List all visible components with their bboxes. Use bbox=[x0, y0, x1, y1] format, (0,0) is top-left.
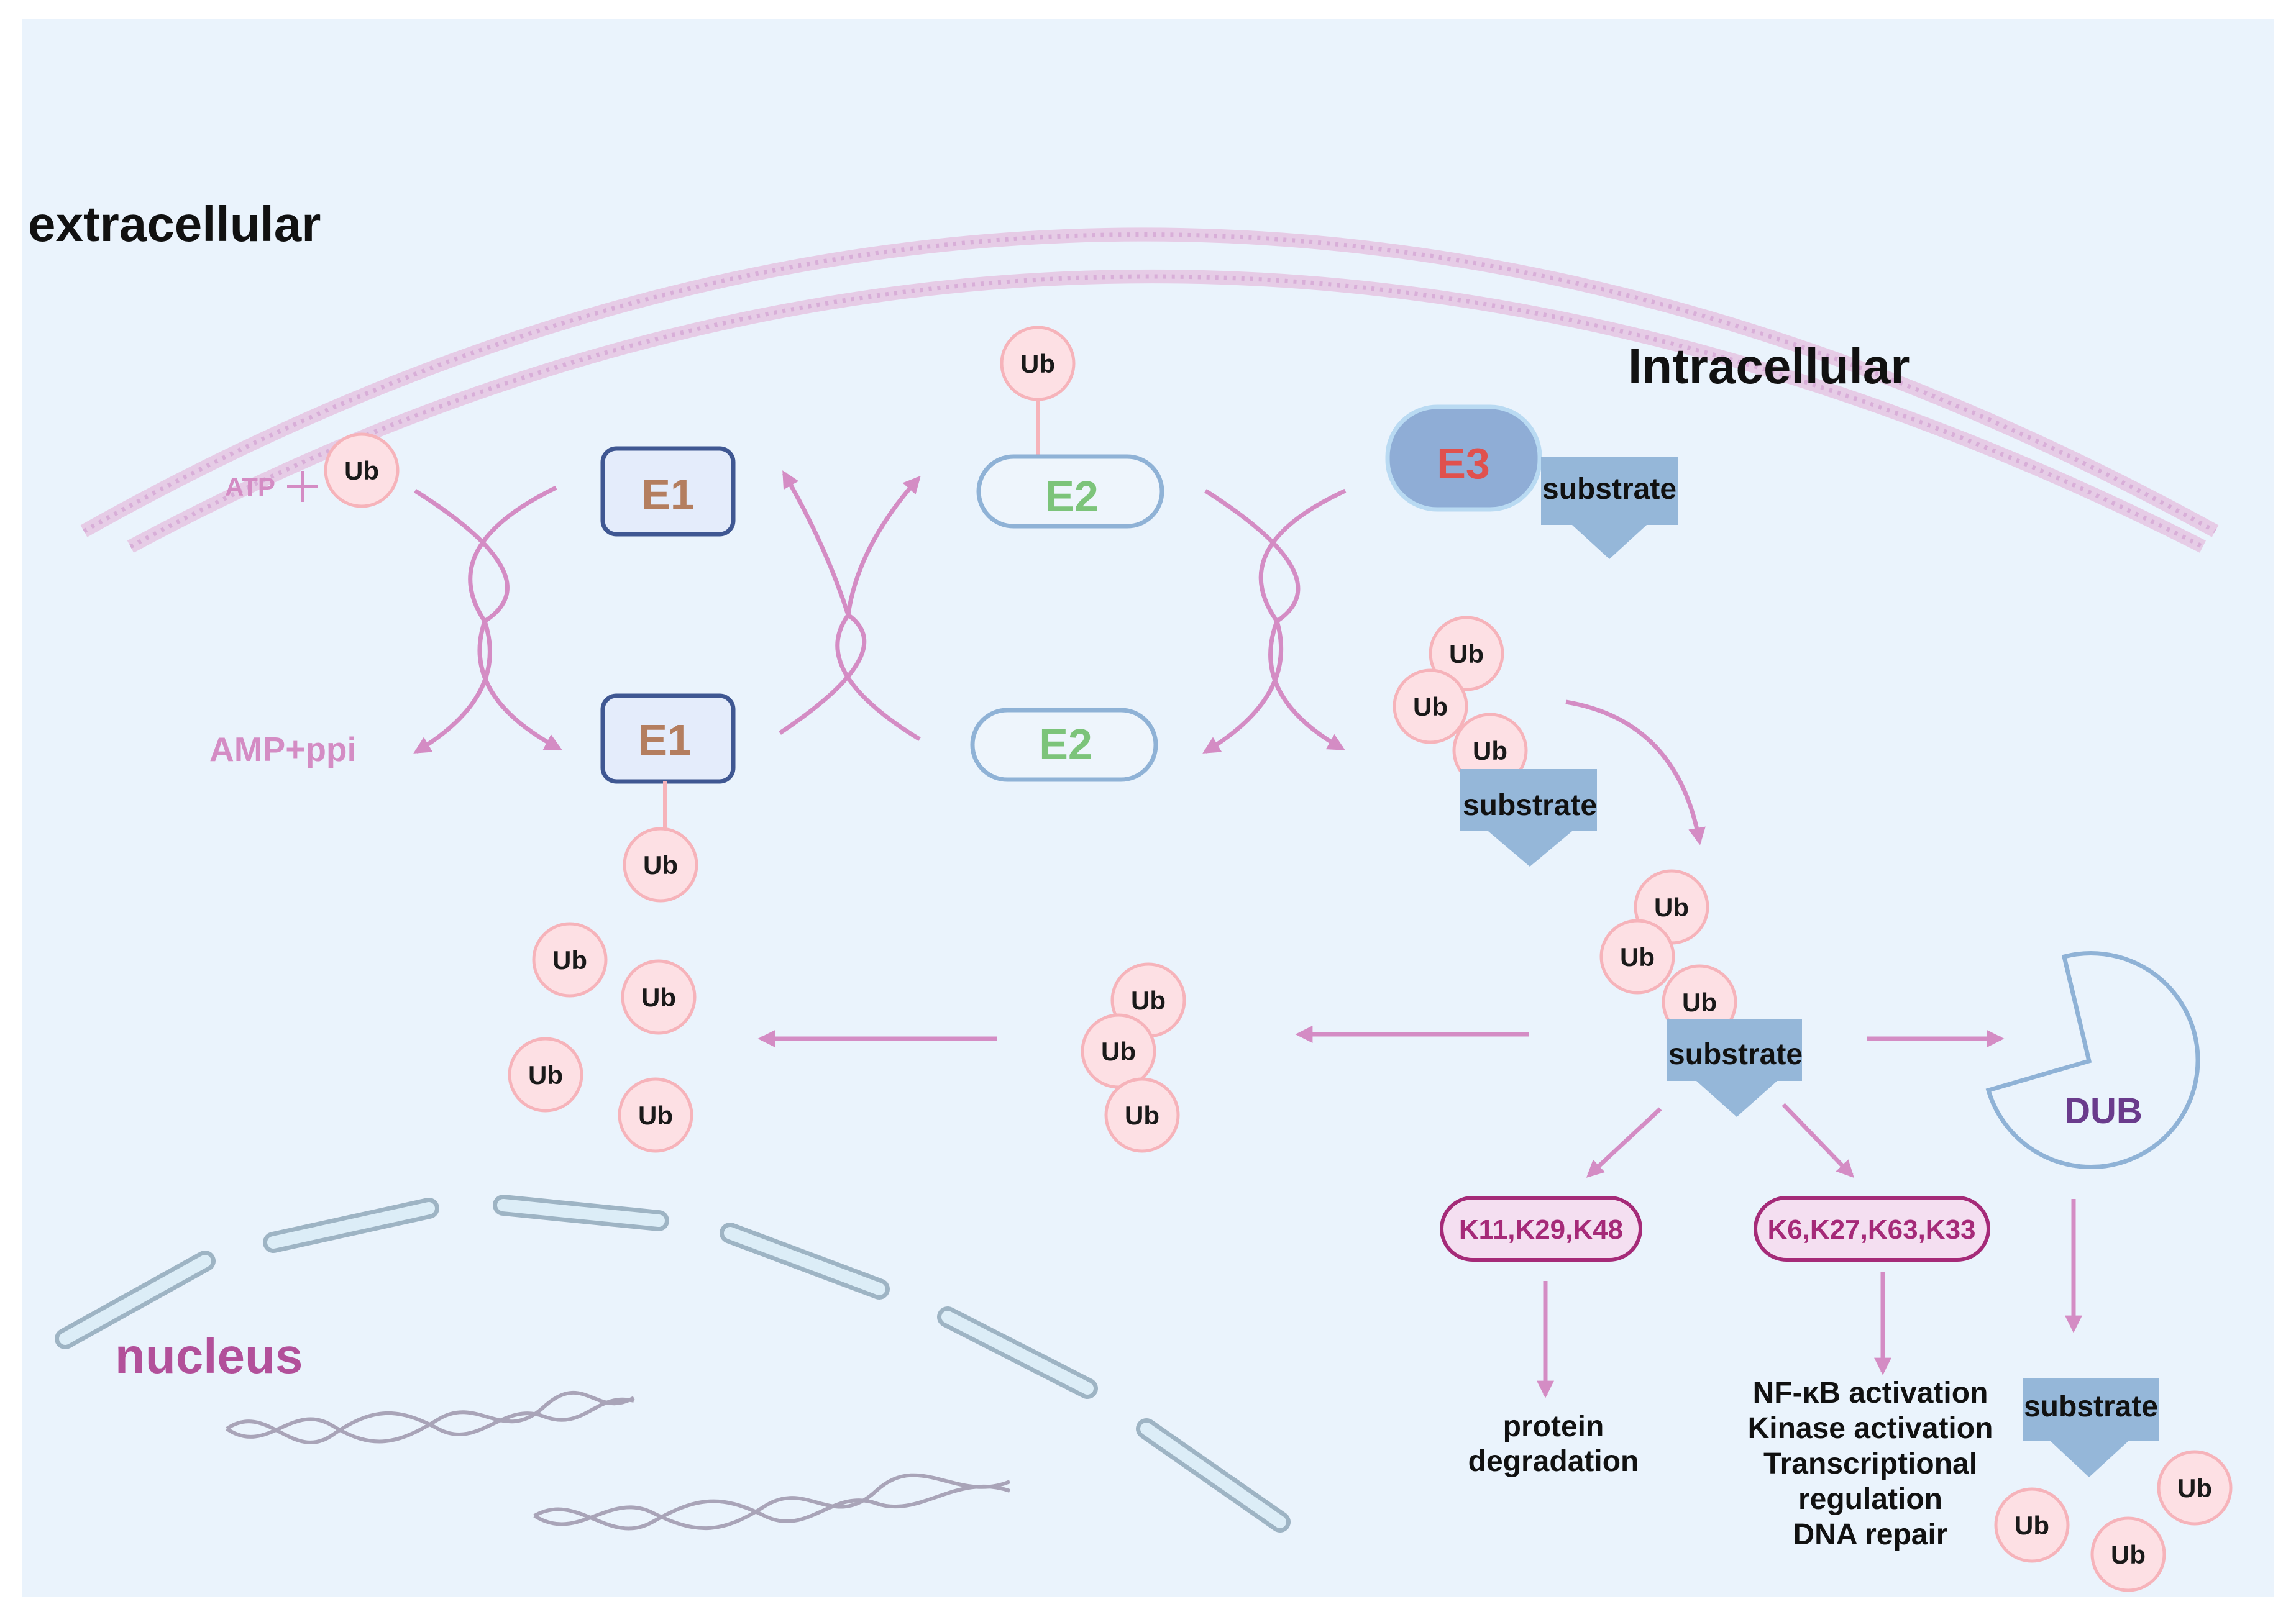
intracellular-label: Intracellular bbox=[1628, 339, 1910, 394]
ubiquitin: Ub bbox=[510, 1039, 582, 1111]
cell-membrane bbox=[80, 227, 2219, 553]
ubiquitin: Ub bbox=[534, 924, 606, 996]
atp-activation-arrows bbox=[413, 485, 562, 754]
signaling-outcome-line-5: DNA repair bbox=[1793, 1518, 1948, 1551]
substrate: substrate bbox=[1460, 769, 1597, 867]
ubiquitin-label: Ub bbox=[643, 850, 678, 880]
ubiquitin: Ub bbox=[1106, 1079, 1178, 1151]
ubiquitin-label: Ub bbox=[1654, 893, 1689, 922]
e1-ub-conjugate: E1 bbox=[600, 693, 736, 829]
ubiquitin: Ub bbox=[1996, 1489, 2068, 1561]
ubiquitin: Ub bbox=[1454, 714, 1526, 786]
ubiquitin-label: Ub bbox=[1682, 988, 1717, 1017]
ubiquitin-label: Ub bbox=[1473, 736, 1507, 765]
svg-text:substrate: substrate bbox=[2024, 1390, 2158, 1423]
linkage-arrows bbox=[1586, 1103, 1854, 1178]
ubiquitin-label: Ub bbox=[344, 456, 379, 485]
ubiquitin: Ub bbox=[624, 829, 697, 901]
degradation-outcome-line-2: degradation bbox=[1468, 1445, 1639, 1478]
nuclear-envelope bbox=[55, 1195, 1291, 1533]
ubiquitin-label: Ub bbox=[641, 983, 676, 1012]
svg-text:substrate: substrate bbox=[1463, 789, 1597, 822]
ubiquitin: Ub bbox=[326, 434, 398, 506]
substrate: substrate bbox=[2023, 1378, 2159, 1477]
atp-label: ATP bbox=[225, 472, 275, 501]
extracellular-label: extracellular bbox=[28, 196, 321, 252]
svg-text:substrate: substrate bbox=[1668, 1038, 1803, 1071]
dub-enzyme: DUB bbox=[1985, 951, 2200, 1169]
e2-ub-conjugate: E2 bbox=[976, 398, 1164, 529]
nucleus-label: nucleus bbox=[115, 1328, 303, 1383]
ubiquitin: Ub bbox=[623, 961, 695, 1033]
ubiquitin-label: Ub bbox=[552, 945, 587, 975]
degradation-outcome-line-1: protein bbox=[1503, 1410, 1604, 1443]
svg-text:K11,K29,K48: K11,K29,K48 bbox=[1459, 1214, 1623, 1245]
outcome-arrows bbox=[1537, 1272, 1891, 1398]
substrate: substrate bbox=[1541, 457, 1678, 559]
svg-text:E2: E2 bbox=[1045, 472, 1099, 521]
degradative-linkage-badge: K11,K29,K48 bbox=[1440, 1196, 1642, 1262]
ubiquitin-label: Ub bbox=[1620, 942, 1655, 972]
ubiquitin: Ub bbox=[1082, 1015, 1155, 1087]
ubiquitin: Ub bbox=[2159, 1452, 2231, 1524]
ubiquitin: Ub bbox=[1635, 871, 1708, 943]
recycling-arrows bbox=[757, 1026, 2005, 1047]
ubiquitin: Ub bbox=[1394, 670, 1466, 742]
e2-enzyme: E2 bbox=[970, 708, 1158, 782]
ubiquitin: Ub bbox=[1430, 617, 1502, 690]
ubiquitin: Ub bbox=[1112, 964, 1184, 1036]
svg-text:substrate: substrate bbox=[1542, 473, 1676, 506]
signaling-linkage-badge: K6,K27,K63,K33 bbox=[1754, 1196, 1990, 1262]
ubiquitin-label: Ub bbox=[2177, 1474, 2212, 1503]
signaling-outcome-line-1: NF-κB activation bbox=[1753, 1377, 1988, 1410]
ubiquitin-label: Ub bbox=[1449, 639, 1484, 668]
signaling-outcome-line-3: Transcriptional bbox=[1763, 1447, 1977, 1480]
e1-e2-transfer-arrows bbox=[779, 470, 921, 741]
ubiquitin: Ub bbox=[2092, 1518, 2164, 1590]
ubiquitin-label: Ub bbox=[1101, 1037, 1136, 1066]
svg-text:K6,K27,K63,K33: K6,K27,K63,K33 bbox=[1767, 1214, 1975, 1245]
svg-text:E1: E1 bbox=[638, 716, 692, 764]
ubiquitin: Ub bbox=[1601, 921, 1673, 993]
elongation-arrow bbox=[1565, 699, 1706, 845]
signaling-outcome-line-4: regulation bbox=[1798, 1483, 1942, 1516]
signaling-outcome-line-2: Kinase activation bbox=[1748, 1412, 1993, 1445]
plus-icon bbox=[287, 471, 318, 502]
ubiquitin-label: Ub bbox=[1413, 692, 1448, 721]
svg-text:E1: E1 bbox=[641, 470, 695, 519]
substrate: substrate bbox=[1667, 1019, 1803, 1117]
svg-text:E3: E3 bbox=[1437, 439, 1490, 488]
ubiquitin-label: Ub bbox=[2015, 1511, 2049, 1540]
ubiquitin: Ub bbox=[620, 1079, 692, 1151]
e1-enzyme: E1 bbox=[600, 446, 736, 537]
svg-text:DUB: DUB bbox=[2064, 1091, 2143, 1131]
ubiquitin: Ub bbox=[1002, 327, 1074, 399]
ubiquitin-label: Ub bbox=[528, 1060, 563, 1090]
amp-ppi-label: AMP+ppi bbox=[209, 730, 357, 768]
ubiquitin-label: Ub bbox=[638, 1101, 673, 1130]
svg-text:E2: E2 bbox=[1039, 720, 1092, 768]
background-panel bbox=[22, 19, 2274, 1597]
ubiquitin: Ub bbox=[1663, 966, 1736, 1038]
e2-e3-transfer-arrows bbox=[1202, 488, 1347, 754]
ubiquitin-label: Ub bbox=[1125, 1101, 1159, 1130]
ubiquitin-label: Ub bbox=[1131, 986, 1166, 1015]
ubiquitin-label: Ub bbox=[2111, 1540, 2146, 1569]
e3-ligase: E3 bbox=[1385, 404, 1542, 512]
ubiquitin-label: Ub bbox=[1020, 349, 1055, 378]
dna-strand bbox=[533, 1473, 1011, 1531]
dna-strand bbox=[226, 1390, 635, 1444]
